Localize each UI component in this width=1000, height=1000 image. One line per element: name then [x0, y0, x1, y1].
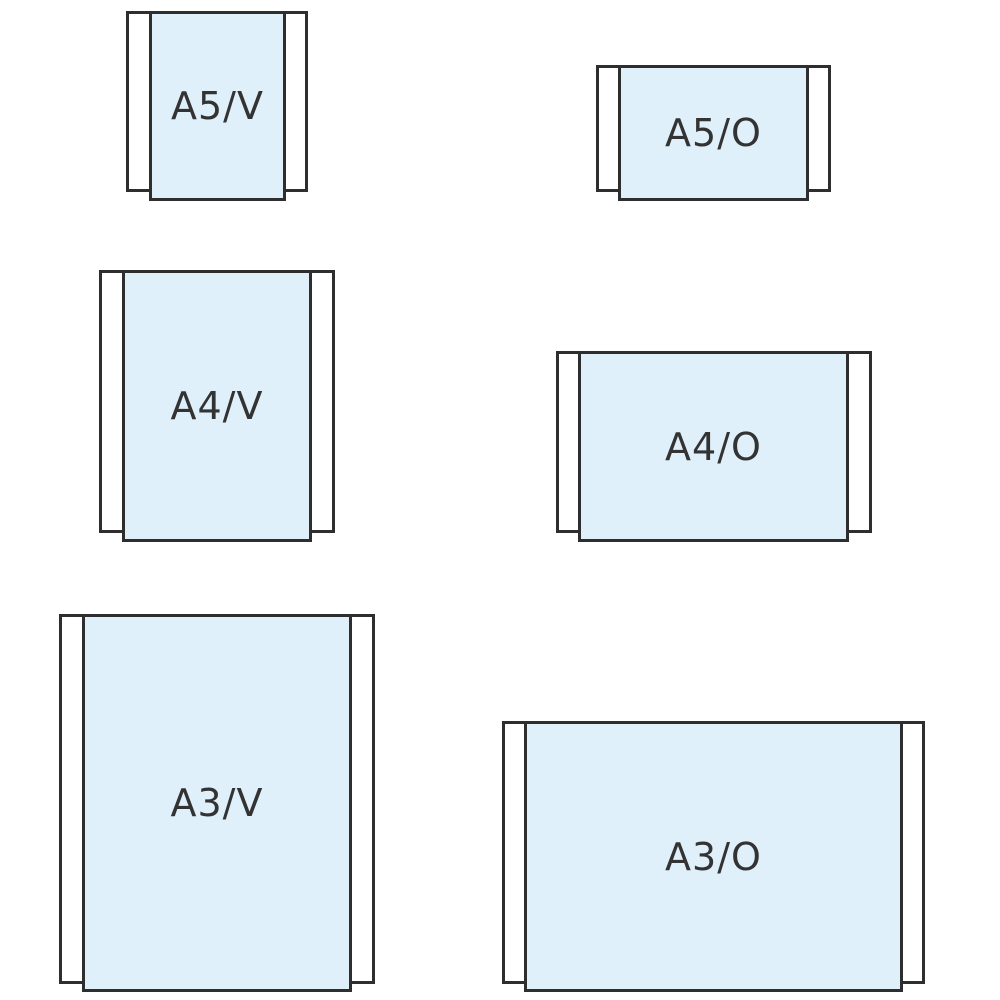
a5-horizontal-panel: A5/O — [618, 65, 809, 201]
a5-vertical-panel: A5/V — [149, 11, 286, 201]
a5-vertical-label: A5/V — [171, 84, 264, 128]
a4-horizontal-label: A4/O — [665, 424, 762, 469]
a5-horizontal-label: A5/O — [665, 111, 762, 155]
a3-vertical-label: A3/V — [170, 781, 264, 825]
a3-vertical-panel: A3/V — [82, 614, 352, 992]
a4-vertical-label: A4/V — [170, 384, 264, 428]
a3-horizontal-panel: A3/O — [524, 721, 903, 992]
a4-vertical-panel: A4/V — [122, 270, 312, 542]
a3-horizontal-label: A3/O — [665, 834, 762, 879]
a4-horizontal-panel: A4/O — [578, 351, 849, 542]
